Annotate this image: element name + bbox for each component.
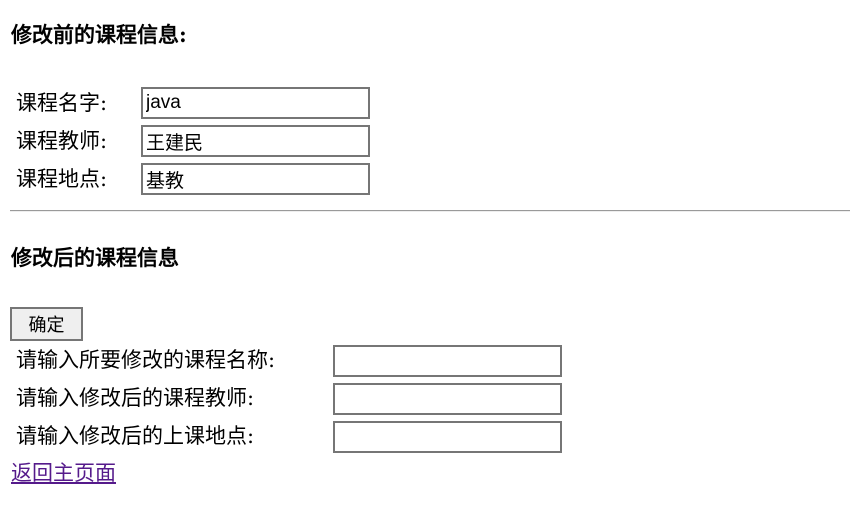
- course-location-input[interactable]: [141, 163, 370, 195]
- new-course-teacher-row: 请输入修改后的课程教师:: [16, 382, 254, 414]
- new-course-name-label: 请输入所要修改的课程名称:: [16, 348, 276, 372]
- confirm-button[interactable]: 确定: [10, 307, 83, 341]
- new-course-name-input[interactable]: [333, 345, 562, 377]
- before-heading: 修改前的课程信息:: [11, 22, 187, 47]
- course-teacher-label: 课程教师:: [16, 129, 108, 153]
- new-course-name-row: 请输入所要修改的课程名称:: [16, 344, 275, 376]
- new-course-teacher-input[interactable]: [333, 383, 562, 415]
- after-heading: 修改后的课程信息: [11, 245, 179, 270]
- course-name-row: 课程名字:: [16, 87, 107, 119]
- course-location-row: 课程地点:: [16, 163, 107, 195]
- course-location-label: 课程地点:: [16, 167, 108, 191]
- new-course-teacher-label: 请输入修改后的课程教师:: [16, 386, 255, 410]
- course-teacher-input[interactable]: [141, 125, 370, 157]
- course-name-label: 课程名字:: [16, 91, 108, 115]
- new-course-location-input[interactable]: [333, 421, 562, 453]
- new-course-location-row: 请输入修改后的上课地点:: [16, 420, 254, 452]
- course-name-input[interactable]: [141, 87, 370, 119]
- return-home-link[interactable]: 返回主页面: [11, 461, 116, 485]
- course-teacher-row: 课程教师:: [16, 125, 107, 157]
- section-divider: [10, 210, 850, 212]
- new-course-location-label: 请输入修改后的上课地点:: [16, 424, 255, 448]
